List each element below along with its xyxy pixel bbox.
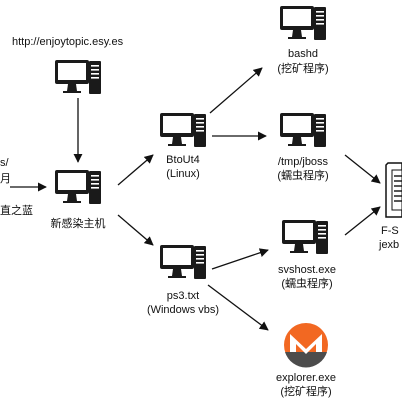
explorer-name: explorer.exe [276,372,336,384]
arrow-btout4-to-bashd [209,67,263,114]
svshost-computer-icon [282,220,328,254]
ps3-sub: (Windows vbs) [146,304,220,316]
ps3-name: ps3.txt [166,290,200,302]
source-computer-icon [55,60,101,94]
jboss-name: /tmp/jboss [277,156,329,168]
bashd-sub: (挖矿程序) [277,63,329,75]
btout4-name: BtoUt4 [166,154,200,166]
new-host-computer-icon [55,170,101,204]
left-cut-text-3: 直之蓝 [0,205,33,217]
arrow-host-to-ps3 [117,214,154,246]
bashd-name: bashd [288,48,318,60]
btout4-computer-icon [160,113,206,147]
jboss-computer-icon [280,113,326,147]
left-cut-text-1: s/ [0,157,9,169]
svshost-name: svshost.exe [277,264,337,276]
svshost-sub: (蠕虫程序) [281,278,333,290]
arrow-jboss-to-file [344,154,381,184]
document-file-icon [385,162,402,218]
jboss-sub: (蠕虫程序) [277,170,329,182]
source-url-label: http://enjoytopic.esy.es [12,36,124,48]
arrow-ps3-to-explorer [207,284,269,331]
arrow-svshost-to-file [344,206,381,236]
left-cut-text-2: 月 [0,173,11,185]
ps3-computer-icon [160,245,206,279]
new-host-label: 新感染主机 [50,218,106,230]
arrow-ps3-to-svshost [211,248,269,270]
explorer-sub: (挖矿程序) [280,386,332,398]
bashd-computer-icon [280,6,326,40]
right-cut-text-1: F-S [381,225,399,237]
monero-logo-icon [284,323,328,368]
right-cut-text-2: jexb [379,239,400,251]
btout4-sub: (Linux) [166,168,200,180]
arrow-host-to-btout4 [117,154,154,186]
